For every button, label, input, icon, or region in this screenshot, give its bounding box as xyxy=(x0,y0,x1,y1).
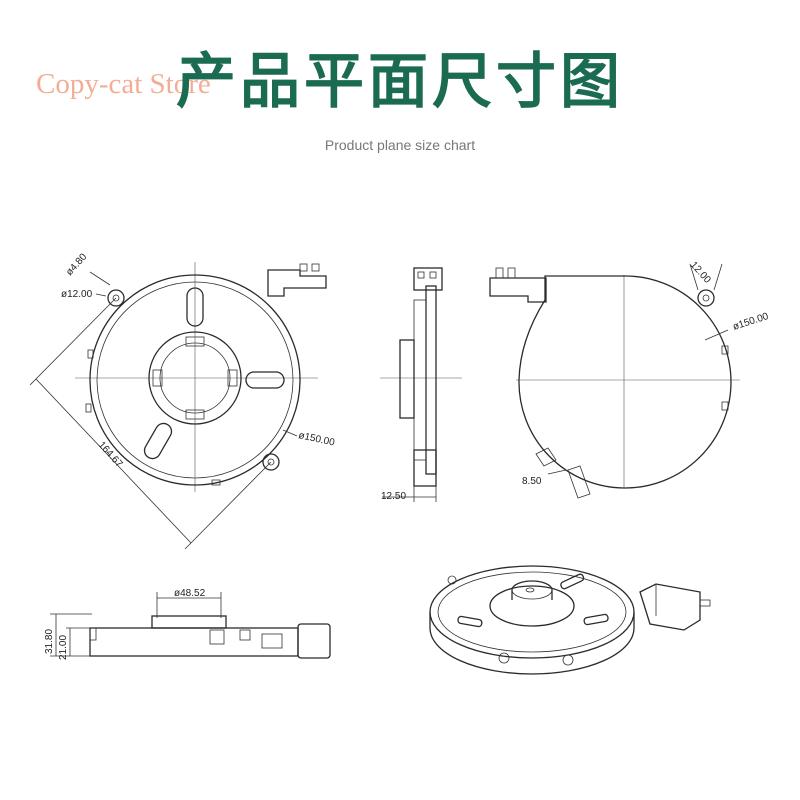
page-subtitle: Product plane size chart xyxy=(324,137,476,153)
front-diag-ext-1 xyxy=(29,297,117,386)
iso-side-wall xyxy=(429,612,635,675)
front-tab-dia-label: ø12.00 xyxy=(61,289,93,300)
bottom-total-height-label: 31.80 xyxy=(44,629,55,654)
iso-hub-hole xyxy=(525,587,535,593)
back-connector-pin-1 xyxy=(495,267,504,279)
side-main-plate xyxy=(425,285,437,475)
front-view: ø4.80 ø12.00 ø150.00 164.67 xyxy=(29,251,336,550)
iso-rim xyxy=(437,571,627,653)
side-body xyxy=(413,299,427,461)
front-hub-notch-top xyxy=(185,336,205,347)
bottom-detail-2 xyxy=(239,629,251,641)
iso-foot-1 xyxy=(498,652,510,664)
front-slot-top xyxy=(186,287,204,327)
front-connector-body xyxy=(267,269,327,297)
iso-foot-2 xyxy=(562,654,574,666)
bottom-body xyxy=(89,627,299,657)
iso-hub-base xyxy=(489,585,575,627)
back-connector-pin-2 xyxy=(507,267,516,279)
front-hole-leader xyxy=(89,271,111,286)
bottom-detail-3 xyxy=(261,633,283,649)
iso-hub-cap xyxy=(511,580,553,600)
front-outer-dia-label: ø150.00 xyxy=(297,430,336,448)
front-tab2-hole xyxy=(267,458,275,466)
front-hub-notch-right xyxy=(227,369,238,387)
front-connector-pin-1 xyxy=(299,263,308,272)
front-tab-outer xyxy=(107,289,125,307)
back-tab-hole xyxy=(702,294,710,302)
side-foot xyxy=(413,449,437,487)
bottom-lip-left xyxy=(89,627,97,641)
front-diagonal-label: 164.67 xyxy=(96,440,125,470)
front-slot-right xyxy=(245,371,285,389)
front-diag-dim-line xyxy=(35,378,192,544)
bottom-view: ø48.52 31.80 21.00 xyxy=(44,588,331,660)
bottom-hub xyxy=(151,615,227,629)
front-tab2-outer xyxy=(262,453,280,471)
watermark: Copy-cat Store xyxy=(36,68,211,100)
back-foot-left xyxy=(535,447,557,467)
front-lug-left xyxy=(87,349,94,359)
iso-top-ellipse xyxy=(429,565,635,659)
back-lug-2 xyxy=(721,401,729,411)
front-hub-notch-bottom xyxy=(185,409,205,420)
back-foot-label: 8.50 xyxy=(522,476,542,487)
back-tab-leader-1 xyxy=(689,263,699,291)
front-hub-inner xyxy=(159,342,231,414)
back-foot-right xyxy=(567,465,591,499)
side-view: 12.50 xyxy=(380,267,462,502)
bottom-connector xyxy=(297,623,331,659)
bottom-body-height-label: 21.00 xyxy=(58,635,69,660)
front-hub-outer xyxy=(148,331,242,425)
front-lug-bottom xyxy=(211,479,221,486)
back-tab-outer xyxy=(697,289,715,307)
iso-slot-1 xyxy=(560,573,585,590)
bottom-hub-dia-label: ø48.52 xyxy=(174,588,206,599)
back-outer-dia-label: ø150.00 xyxy=(732,311,771,333)
front-lug-left2 xyxy=(85,403,92,413)
front-inner-rim xyxy=(96,281,294,479)
front-tab-leader xyxy=(95,293,107,297)
side-hub xyxy=(399,339,415,419)
back-tab-size-label: 12.00 xyxy=(688,260,713,286)
back-connector-body xyxy=(489,277,547,303)
bottom-hub-detail xyxy=(209,629,225,645)
iso-tab-left xyxy=(447,575,457,585)
iso-slot-3 xyxy=(457,615,483,628)
page-title: 产品平面尺寸图 xyxy=(176,47,624,117)
side-connector-pin-2 xyxy=(429,271,437,279)
front-hub-notch-left xyxy=(152,369,163,387)
back-foot-leader xyxy=(547,469,567,475)
back-view: 12.00 ø150.00 8.50 xyxy=(489,260,771,499)
back-lug-1 xyxy=(721,345,729,355)
front-slot-bottom-left xyxy=(143,422,173,460)
side-connector xyxy=(413,267,443,291)
side-connector-pin-1 xyxy=(417,271,425,279)
iso-connector-body xyxy=(639,583,701,631)
iso-slot-2 xyxy=(583,613,609,626)
perspective-view xyxy=(429,565,711,675)
front-connector-pin-2 xyxy=(311,263,320,272)
side-base-width-label: 12.50 xyxy=(381,491,406,502)
back-outer-leader xyxy=(704,329,729,341)
front-outer-leader xyxy=(282,429,298,437)
front-hole-dia-label: ø4.80 xyxy=(64,251,90,278)
back-outline xyxy=(518,275,732,489)
front-tab-hole xyxy=(112,294,120,302)
front-diag-ext-2 xyxy=(184,461,272,550)
iso-connector-plug xyxy=(699,599,711,607)
back-tab-leader-2 xyxy=(713,263,723,291)
front-outer-circle xyxy=(89,274,301,486)
